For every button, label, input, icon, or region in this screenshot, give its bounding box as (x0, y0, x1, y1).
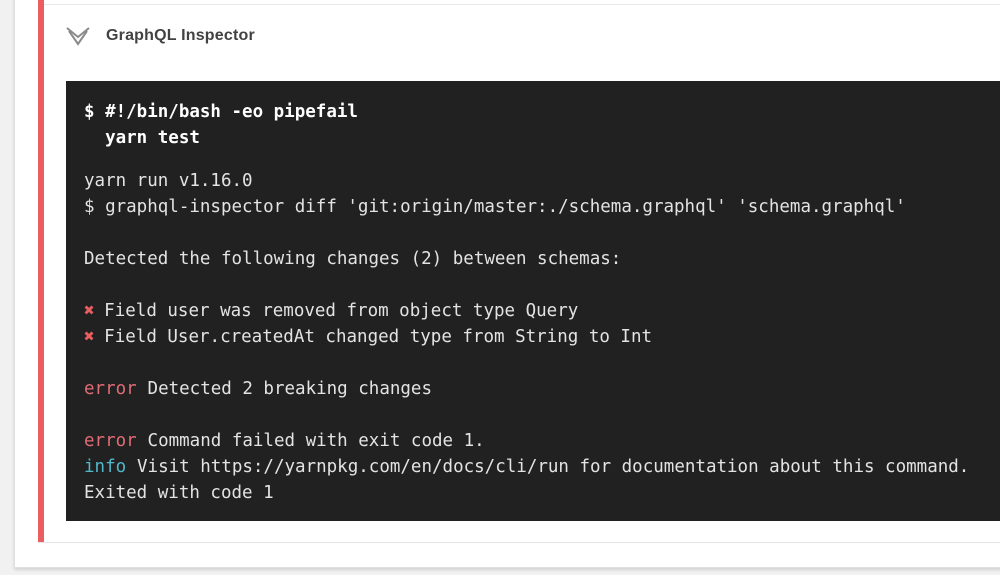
terminal-line-exited: Exited with code 1 (84, 483, 274, 503)
step-title: GraphQL Inspector (106, 27, 255, 44)
terminal-blank-line (84, 350, 1000, 376)
double-chevron-down-icon[interactable] (64, 24, 92, 48)
terminal-output: $ #!/bin/bash -eo pipefail yarn test yar… (66, 81, 1000, 521)
terminal-line-info: info Visit https://yarnpkg.com/en/docs/cl… (84, 454, 1000, 480)
terminal-line-breaking-change: ✖ Field user was removed from object type… (84, 298, 1000, 324)
breaking-change-x-icon: ✖ (84, 301, 95, 321)
error-text: Command failed with exit code 1. (147, 431, 485, 451)
terminal-line-yarn-version: yarn run v1.16.0 (84, 171, 253, 191)
terminal-command-line: $ #!/bin/bash -eo pipefail (84, 102, 358, 122)
error-label: error (84, 379, 137, 399)
step-header-graphql-inspector[interactable]: GraphQL Inspector (64, 22, 255, 50)
terminal-line-breaking-change: ✖ Field User.createdAt changed type from … (84, 324, 1000, 350)
error-label: error (84, 431, 137, 451)
info-label: info (84, 457, 127, 477)
error-text: Detected 2 breaking changes (147, 379, 433, 399)
terminal-command-block: $ #!/bin/bash -eo pipefail yarn test (84, 99, 1000, 151)
terminal-blank-line (84, 220, 1000, 246)
step-bottom-divider (38, 542, 1000, 543)
info-text: Visit https://yarnpkg.com/en/docs/cli/ru… (137, 457, 970, 477)
terminal-blank-line (84, 272, 1000, 298)
terminal-line-error: error Detected 2 breaking changes (84, 376, 1000, 402)
breaking-change-text: Field user was removed from object type … (104, 301, 579, 321)
step-top-divider (44, 4, 1000, 5)
failed-step-indicator (38, 0, 44, 542)
breaking-change-x-icon: ✖ (84, 327, 95, 347)
terminal-blank-line (84, 402, 1000, 428)
terminal-output-block: yarn run v1.16.0 $ graphql-inspector dif… (84, 168, 1000, 506)
terminal-line-diff-command: $ graphql-inspector diff 'git:origin/mas… (84, 197, 906, 217)
terminal-line-detected-changes: Detected the following changes (2) betwe… (84, 249, 622, 269)
terminal-line-error: error Command failed with exit code 1. (84, 428, 1000, 454)
terminal-command-line: yarn test (84, 128, 200, 148)
breaking-change-text: Field User.createdAt changed type from S… (104, 327, 653, 347)
